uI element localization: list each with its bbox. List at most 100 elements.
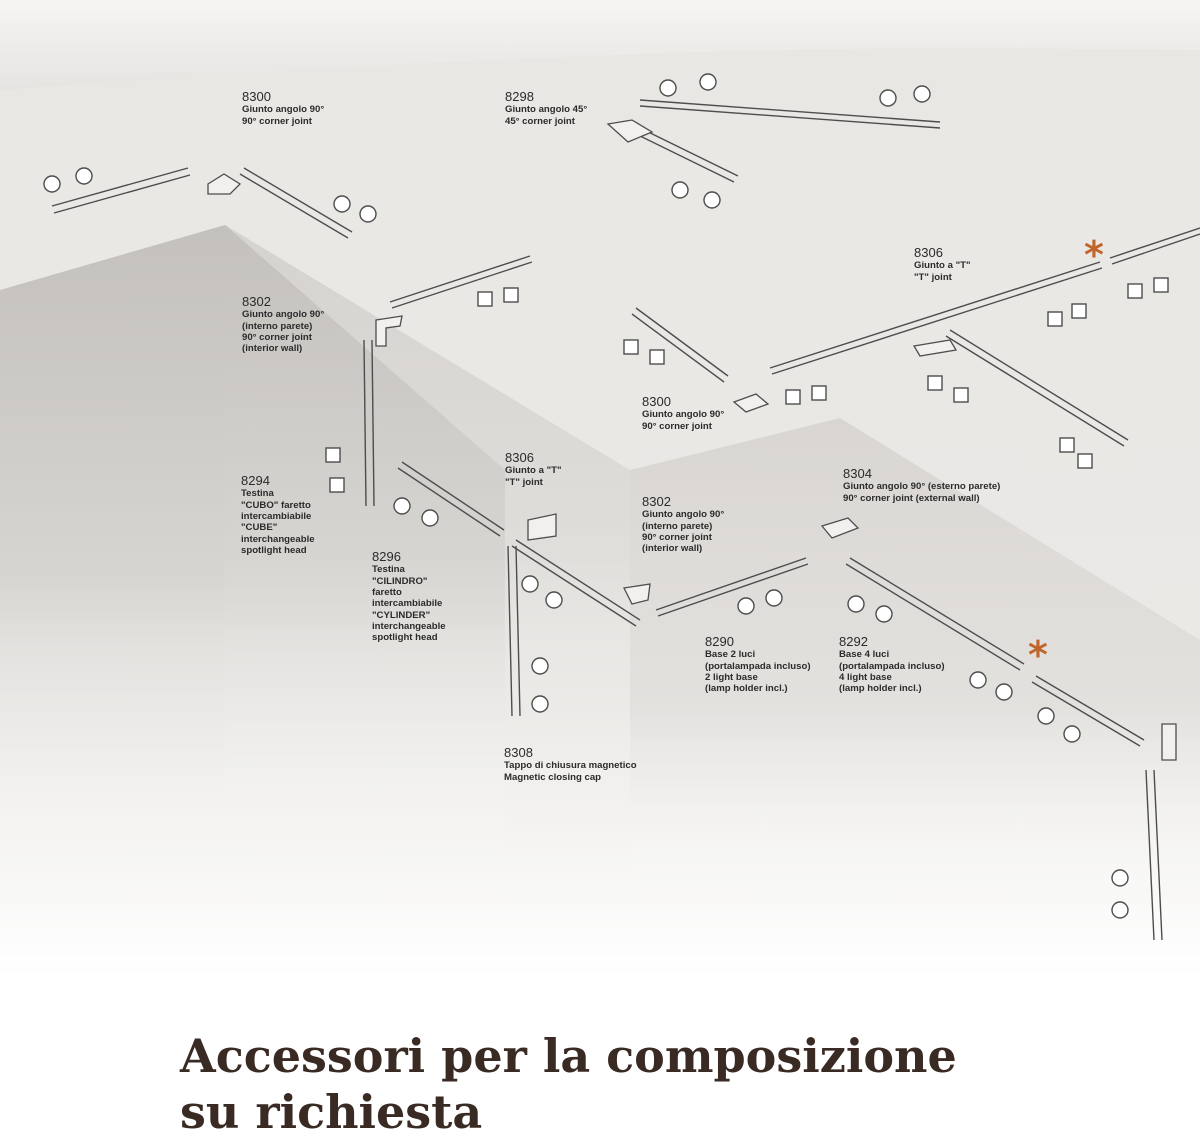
label-line: 90° corner joint [642, 420, 712, 432]
label-code: 8302 [642, 494, 671, 509]
label-line: Testina [372, 564, 405, 576]
spotlight-pair [43, 167, 93, 193]
spotlight-pair [659, 73, 717, 97]
track-8300-right [239, 167, 353, 239]
label-8294: 8294 Testina "CUBO" faretto intercambiab… [241, 473, 315, 556]
label-line: 90° corner joint [242, 115, 312, 127]
label-line: "CILINDRO" [372, 575, 428, 587]
track-8298-b [631, 125, 739, 183]
spotlight-pair [785, 385, 827, 405]
page-heading: Accessori per la composizione su richies… [180, 1028, 957, 1140]
track-8306-mid-vertical [507, 545, 521, 717]
label-line: 90° corner joint [642, 531, 712, 543]
spotlight-pair [1047, 303, 1087, 327]
track-8302-mid [655, 557, 809, 617]
label-code: 8306 [505, 450, 534, 465]
label-8298: 8298 Giunto angolo 45° 45° corner joint [505, 89, 587, 127]
asterisk-marker: * [1084, 233, 1104, 277]
label-line: (lamp holder incl.) [705, 683, 788, 695]
label-8290: 8290 Base 2 luci (portalampada incluso) … [705, 634, 811, 695]
label-code: 8296 [372, 549, 401, 564]
spotlight-pair [521, 575, 563, 609]
joint-pieces [207, 119, 1177, 761]
asterisk-marker: * [1028, 633, 1048, 677]
joint-8300-top [207, 173, 242, 195]
label-8300-mid: 8300 Giunto angolo 90° 90° corner joint [642, 394, 724, 432]
label-line: intercambiabile [372, 598, 443, 610]
spotlight-pair [393, 497, 439, 527]
track-8292 [845, 557, 1025, 671]
label-line: Magnetic closing cap [504, 771, 602, 783]
joint-8300-mid [732, 393, 770, 413]
label-line: Base 4 luci [839, 649, 890, 661]
label-line: (interior wall) [242, 343, 303, 355]
joint-8304 [820, 517, 860, 539]
heading-line-1: Accessori per la composizione [180, 1029, 957, 1083]
label-line: Testina [241, 488, 274, 500]
track-8300-mid [631, 307, 729, 383]
label-code: 8294 [241, 473, 270, 488]
spotlight-pair [325, 447, 345, 493]
spotlight-heads [43, 73, 1169, 919]
track-8306-mid [511, 539, 641, 627]
label-line: 4 light base [839, 671, 892, 683]
spotlight-pair [1111, 869, 1129, 919]
track-8300-left [51, 167, 191, 214]
track-8302-top [389, 255, 533, 309]
label-line: Giunto a "T" [914, 260, 971, 272]
spotlight-pair [671, 181, 721, 209]
joint-8306-right [912, 339, 958, 357]
label-8306-right: 8306 Giunto a "T" "T" joint [914, 245, 971, 283]
end-cap-right [1161, 723, 1177, 761]
label-code: 8306 [914, 245, 943, 260]
track-8298-a [639, 99, 941, 129]
track-8306-right-branch [945, 329, 1129, 447]
label-8302-left: 8302 Giunto angolo 90° (interno parete) … [242, 294, 324, 355]
track-pieces [51, 99, 1200, 941]
label-line: Tappo di chiusura magnetico [504, 760, 637, 772]
label-line: "T" joint [914, 271, 952, 283]
spotlight-pair [879, 85, 931, 107]
label-line: 2 light base [705, 671, 758, 683]
spotlight-pair [1127, 277, 1169, 299]
label-line: spotlight head [372, 632, 438, 644]
label-code: 8302 [242, 294, 271, 309]
spotlight-pair [477, 287, 519, 307]
label-8296: 8296 Testina "CILINDRO" faretto intercam… [372, 549, 446, 644]
label-line: Giunto angolo 90° [242, 309, 325, 321]
label-line: Giunto angolo 45° [505, 104, 588, 116]
spotlight-pair [623, 339, 665, 365]
label-line: (interno parete) [642, 520, 713, 532]
label-line: Giunto a "T" [505, 465, 562, 477]
label-line: 90° corner joint [242, 331, 312, 343]
spotlight-pair [969, 671, 1013, 701]
spotlight-pair [927, 375, 969, 403]
label-code: 8290 [705, 634, 734, 649]
label-line: Giunto angolo 90° (esterno parete) [843, 481, 1001, 493]
label-line: Base 2 luci [705, 649, 756, 661]
label-line: faretto [372, 586, 402, 598]
label-line: spotlight head [241, 544, 307, 556]
label-line: intercambiabile [241, 510, 312, 522]
label-8302-mid: 8302 Giunto angolo 90° (interno parete) … [642, 494, 724, 555]
label-code: 8304 [843, 466, 872, 481]
spotlight-pair [1059, 437, 1093, 469]
track-8290-right [1031, 675, 1145, 747]
label-line: (portalampada incluso) [705, 660, 811, 672]
label-line: 90° corner joint (external wall) [843, 492, 980, 504]
label-8304: 8304 Giunto angolo 90° (esterno parete) … [843, 466, 1000, 504]
track-right-end [1109, 227, 1200, 265]
label-line: "CUBO" faretto [241, 499, 311, 511]
label-line: "T" joint [505, 476, 543, 488]
label-line: interchangeable [241, 533, 315, 545]
spotlight-pair [333, 195, 377, 223]
label-8300-top: 8300 Giunto angolo 90° 90° corner joint [242, 89, 324, 127]
spotlight-pair [1037, 707, 1081, 743]
joint-8298 [606, 119, 654, 143]
joint-8306-mid [527, 513, 557, 541]
label-line: (interior wall) [642, 543, 703, 555]
track-8296 [397, 461, 505, 537]
label-line: Giunto angolo 90° [642, 509, 725, 521]
label-code: 8298 [505, 89, 534, 104]
